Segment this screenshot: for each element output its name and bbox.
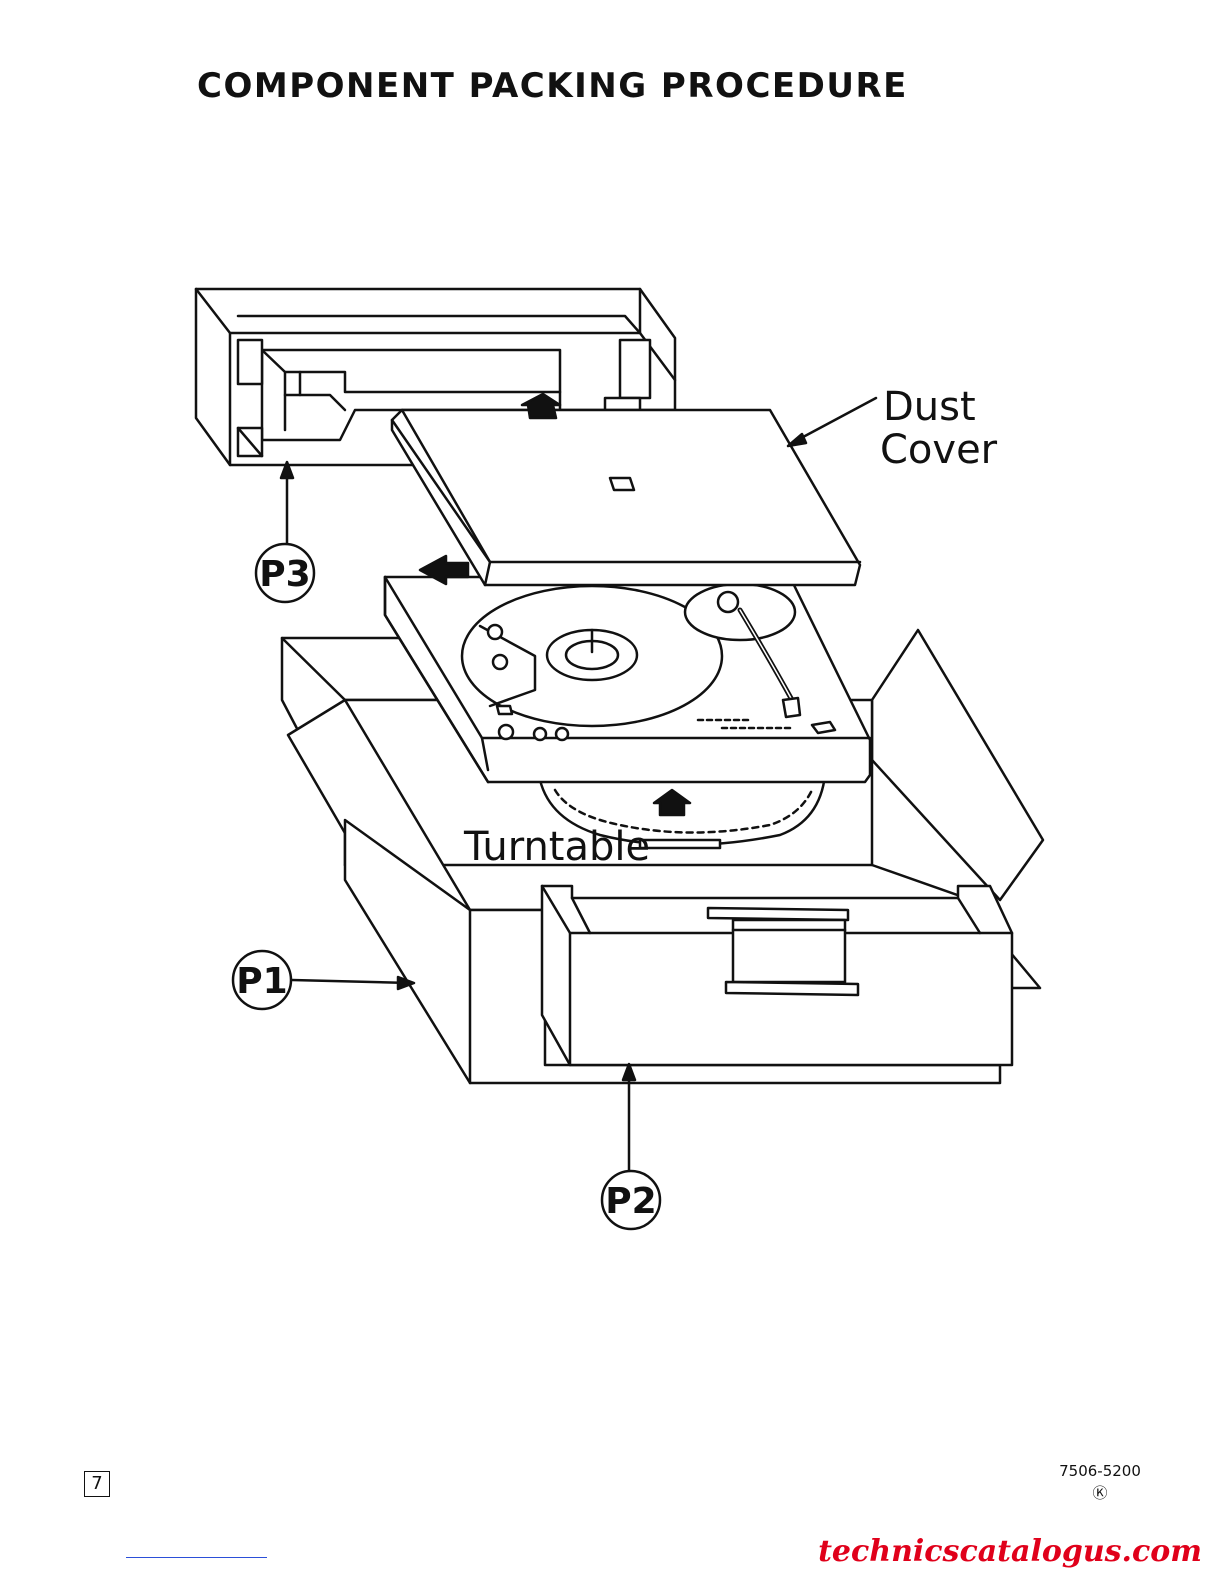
page-number: 7 xyxy=(84,1471,110,1497)
dust-cover-label-line2: Cover xyxy=(880,427,998,473)
doc-code-block: 7506-5200 Ⓚ xyxy=(1040,1460,1160,1504)
dust-cover-leader xyxy=(788,398,876,446)
doc-code: 7506-5200 xyxy=(1040,1460,1160,1482)
watermark: technicscatalogus.com xyxy=(818,1534,1202,1569)
p1-label: P1 xyxy=(236,961,287,1002)
p3-label: P3 xyxy=(259,554,310,595)
p3-arrow xyxy=(281,462,293,543)
p1-arrow xyxy=(292,977,414,989)
p2-foam-block xyxy=(542,886,1012,1065)
blue-rule xyxy=(126,1557,267,1558)
p2-arrow xyxy=(623,1064,635,1170)
dust-cover-label-line1: Dust xyxy=(883,384,976,430)
doc-mark: Ⓚ xyxy=(1040,1482,1160,1504)
turntable-label: Turntable xyxy=(463,824,650,870)
p2-label: P2 xyxy=(605,1181,656,1222)
dust-cover xyxy=(392,410,860,585)
